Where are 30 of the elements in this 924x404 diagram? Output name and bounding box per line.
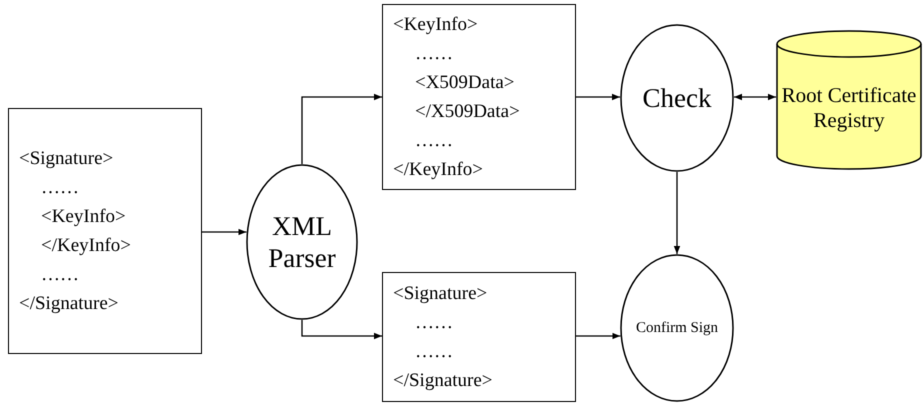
code-line: <KeyInfo>	[40, 205, 127, 229]
code-line: ……	[414, 129, 454, 153]
code-line: ……	[414, 42, 454, 66]
node-label: Confirm Sign	[636, 319, 718, 337]
code-box	[382, 272, 576, 402]
code-line: </KeyInfo>	[393, 158, 484, 182]
arrow	[301, 94, 382, 164]
code-line: ……	[414, 340, 454, 364]
code-line: <Signature>	[19, 147, 114, 171]
code-line: </Signature>	[19, 292, 120, 316]
code-line: </X509Data>	[414, 100, 521, 124]
arrow	[301, 320, 382, 340]
arrow	[576, 94, 620, 100]
arrow	[202, 228, 246, 236]
code-line: <X509Data>	[414, 71, 516, 95]
arrow	[734, 94, 776, 100]
node-label: Check	[642, 82, 712, 114]
node-label: XML Parser	[267, 210, 337, 274]
code-line: ……	[414, 311, 454, 335]
code-line: </KeyInfo>	[40, 234, 132, 258]
code-box	[8, 108, 202, 354]
arrow	[674, 172, 680, 254]
code-line: <Signature>	[393, 282, 488, 306]
code-line: ……	[40, 176, 80, 200]
arrow	[576, 332, 620, 340]
node-label: Root Certificate Registry	[780, 82, 918, 134]
code-line: <KeyInfo>	[393, 13, 479, 37]
code-line: ……	[40, 263, 80, 287]
code-line: </Signature>	[393, 369, 494, 393]
code-box	[382, 4, 576, 190]
